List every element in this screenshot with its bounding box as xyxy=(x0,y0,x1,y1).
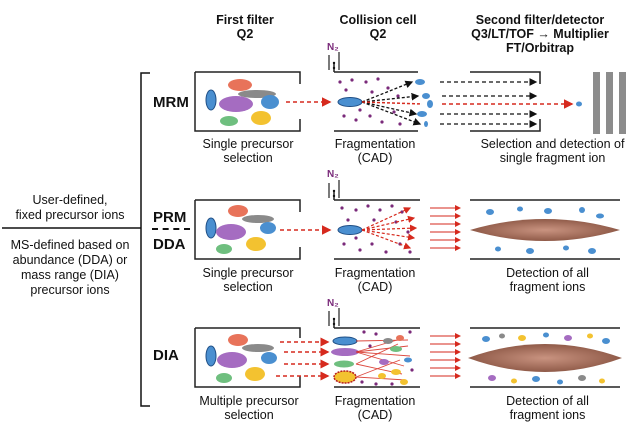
precursor-ions xyxy=(205,79,279,126)
detected-fragment-ions xyxy=(486,206,604,254)
collision-cell-subtitle: Q2 xyxy=(369,27,387,41)
precursor-ions xyxy=(205,334,277,383)
orbitrap-electrode xyxy=(468,344,622,372)
second-filter-line3: FT/Orbitrap xyxy=(505,41,575,55)
gas-inlet-dots xyxy=(332,317,336,326)
fragment-dots xyxy=(340,204,412,254)
selected-precursor-ion xyxy=(337,225,363,235)
orbitrap-box xyxy=(470,327,620,388)
selected-fragment-path xyxy=(361,101,423,105)
dia-row: N₂ xyxy=(194,298,622,388)
first-filter-header: First filter Q2 xyxy=(205,13,285,41)
gas-inlet-dots xyxy=(332,189,336,198)
second-filter-title: Second filter/detector xyxy=(475,13,605,27)
first-filter-title: First filter xyxy=(216,13,274,27)
detected-fragment-ion xyxy=(576,101,582,107)
ms-defined-line3: mass range (DIA) xyxy=(21,268,119,282)
ms-defined-line1: MS-defined based on xyxy=(10,238,130,252)
ms-defined-label: MS-defined based on abundance (DDA) or m… xyxy=(2,238,138,298)
second-filter-box xyxy=(470,71,541,132)
selected-precursor-ion xyxy=(337,97,363,107)
prm-dda-row: N₂ xyxy=(194,169,620,260)
prm-caption-precursor: Single precursor selection xyxy=(202,266,294,294)
gas-label: N₂ xyxy=(327,169,339,180)
gas-inlet-dots xyxy=(332,61,336,70)
dia-caption-detection: Detection of all fragment ions xyxy=(506,394,589,422)
detected-fragment-ions xyxy=(482,332,610,385)
ms-defined-line4: precursor ions xyxy=(30,283,110,297)
mode-label-dda: DDA xyxy=(153,236,186,253)
fragment-ions xyxy=(378,335,412,385)
dia-caption-precursor: Multiple precursor selection xyxy=(199,394,299,422)
dia-caption-fragmentation: Fragmentation (CAD) xyxy=(334,394,416,422)
mrm-caption-precursor: Single precursor selection xyxy=(202,137,294,165)
selected-precursor-ions xyxy=(331,336,359,384)
second-filter-header: Second filter/detector Q3/LT/TOF → Multi… xyxy=(440,13,640,55)
fragmentation-arrows xyxy=(361,207,418,250)
user-defined-line2: fixed precursor ions xyxy=(15,208,125,222)
first-filter-box xyxy=(194,71,301,132)
mode-label-mrm: MRM xyxy=(153,94,189,111)
fragmentation-arrows xyxy=(361,80,422,126)
mrm-caption-detection: Selection and detection of single fragme… xyxy=(480,137,625,165)
first-filter-box xyxy=(194,327,301,388)
mrm-caption-fragmentation: Fragmentation (CAD) xyxy=(334,137,416,165)
precursor-ions xyxy=(205,205,276,254)
prm-dda-divider xyxy=(152,228,190,230)
mode-label-dia: DIA xyxy=(153,347,179,364)
orbitrap-electrode xyxy=(470,219,620,241)
transmission-arrows xyxy=(440,78,538,128)
collision-cell-header: Collision cell Q2 xyxy=(328,13,428,41)
first-filter-subtitle: Q2 xyxy=(236,27,254,41)
ms-defined-line2: abundance (DDA) or xyxy=(12,253,128,267)
ion-beam-arrows xyxy=(430,333,461,379)
prm-caption-detection: Detection of all fragment ions xyxy=(506,266,589,294)
second-filter-line2: Q3/LT/TOF → Multiplier xyxy=(471,27,609,41)
fragment-ions xyxy=(415,79,433,127)
fragment-dots xyxy=(338,77,402,126)
mode-label-prm: PRM xyxy=(153,209,187,226)
orbitrap-box xyxy=(470,199,620,260)
selection-arrows xyxy=(276,337,330,381)
user-defined-line1: User-defined, xyxy=(32,193,108,207)
mrm-row: N₂ xyxy=(194,42,626,134)
multiplier-detector xyxy=(593,72,626,134)
first-filter-box xyxy=(194,199,301,260)
fragment-dots xyxy=(360,330,414,386)
ion-beam-arrows xyxy=(430,205,461,251)
user-defined-label: User-defined, fixed precursor ions xyxy=(2,193,138,223)
gas-label: N₂ xyxy=(327,42,339,53)
prm-caption-fragmentation: Fragmentation (CAD) xyxy=(334,266,416,294)
gas-label: N₂ xyxy=(327,298,339,309)
mode-bracket xyxy=(2,72,150,407)
collision-cell-title: Collision cell xyxy=(339,13,417,27)
